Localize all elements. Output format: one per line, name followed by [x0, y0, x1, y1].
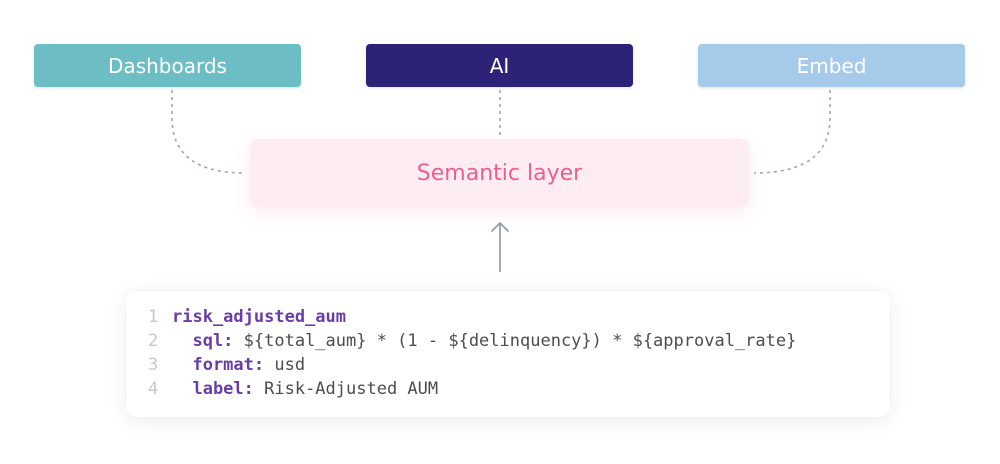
code-value: ${total_aum} * (1 - ${delinquency}) * ${… — [233, 331, 797, 351]
metric-definition-code-block: 1 risk_adjusted_aum 2 sql: ${total_aum} … — [126, 291, 890, 417]
code-key: format: — [172, 355, 265, 375]
semantic-layer-node: Semantic layer — [250, 139, 749, 207]
ai-node: AI — [366, 44, 633, 87]
semantic-layer-label: Semantic layer — [416, 160, 583, 186]
code-line: 4 label: Risk-Adjusted AUM — [126, 377, 890, 401]
embed-node: Embed — [698, 44, 965, 87]
connector-dashboards — [171, 90, 246, 174]
code-key: label: — [172, 379, 254, 399]
up-arrow-icon — [491, 222, 509, 272]
line-number: 4 — [148, 379, 159, 399]
embed-label: Embed — [796, 53, 867, 78]
code-key: sql: — [172, 331, 234, 351]
code-line: 1 risk_adjusted_aum — [126, 305, 890, 329]
connector-embed — [753, 90, 831, 174]
code-key: risk_adjusted_aum — [172, 307, 346, 327]
dashboards-node: Dashboards — [34, 44, 301, 87]
ai-label: AI — [489, 53, 510, 78]
line-number: 2 — [148, 331, 159, 351]
code-line: 3 format: usd — [126, 353, 890, 377]
line-number: 1 — [148, 307, 159, 327]
code-line: 2 sql: ${total_aum} * (1 - ${delinquency… — [126, 329, 890, 353]
line-number: 3 — [148, 355, 159, 375]
code-value: Risk-Adjusted AUM — [253, 379, 439, 399]
dashboards-label: Dashboards — [108, 53, 227, 78]
code-value: usd — [264, 355, 306, 375]
